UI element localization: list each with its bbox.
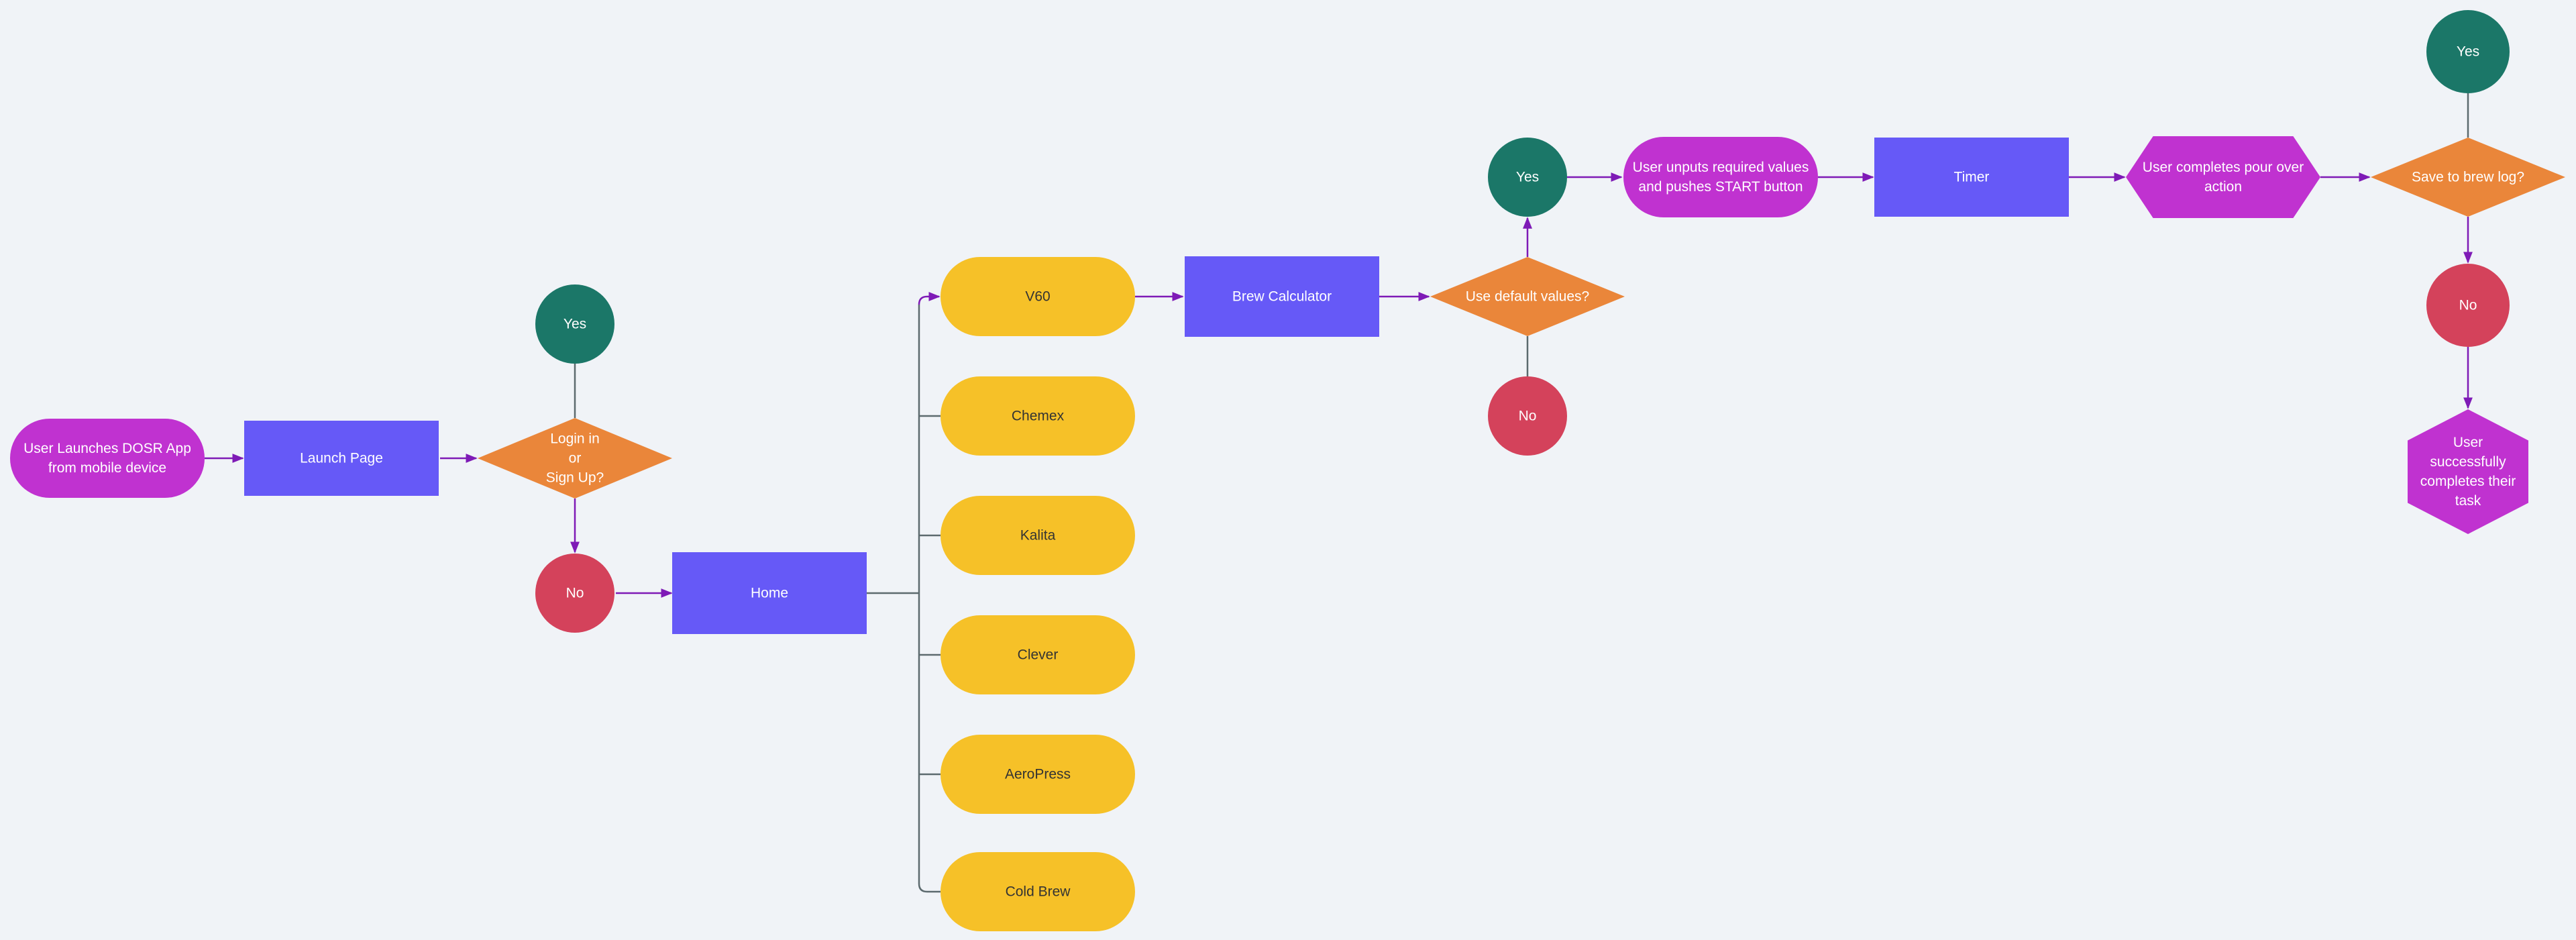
home-node[interactable]: Home xyxy=(672,552,867,634)
node-label: action xyxy=(2204,179,2242,195)
brew-method-6[interactable]: Cold Brew xyxy=(941,852,1135,931)
default-yes-node[interactable]: Yes xyxy=(1488,138,1567,217)
launch-page-node[interactable]: Launch Page xyxy=(244,421,439,496)
start-node-shape xyxy=(10,419,205,498)
node-label: Kalita xyxy=(1020,528,1056,543)
user-inputs-node[interactable]: User unputs required values and pushes ST… xyxy=(1623,137,1818,217)
save-no-node-shape xyxy=(2426,264,2510,347)
node-label: Brew Calculator xyxy=(1232,289,1332,305)
node-label: Yes xyxy=(564,317,586,332)
node-label: User Launches DOSR App xyxy=(23,441,191,456)
login-yes-node[interactable]: Yes xyxy=(535,284,614,364)
node-label: Save to brew log? xyxy=(2412,170,2524,185)
login-decision-node-shape xyxy=(478,418,672,499)
pour-over-node[interactable]: User completes pour over action xyxy=(2126,136,2320,218)
node-label: No xyxy=(566,586,584,601)
node-label: Timer xyxy=(1954,170,1990,185)
timer-node-shape xyxy=(1874,138,2069,217)
login-no-node-shape xyxy=(535,554,614,633)
connectors xyxy=(205,93,2473,893)
brew-method-1[interactable]: V60 xyxy=(941,257,1135,336)
node-label: Cold Brew xyxy=(1006,884,1071,900)
node-label: Sign Up? xyxy=(546,470,604,486)
save-no-node[interactable]: No xyxy=(2426,264,2510,347)
connector-branch-v60 xyxy=(918,292,941,305)
node-label: Yes xyxy=(1516,170,1539,185)
node-label: Launch Page xyxy=(300,451,383,466)
login-yes-node-shape xyxy=(535,284,614,364)
default-no-node-shape xyxy=(1488,376,1567,456)
brew-method-2-shape xyxy=(941,376,1135,456)
save-decision-node-shape xyxy=(2371,138,2565,217)
save-yes-node-shape xyxy=(2426,10,2510,93)
brew-calculator-node-shape xyxy=(1185,256,1379,337)
start-node[interactable]: User Launches DOSR App from mobile device xyxy=(10,419,205,498)
node-label: Home xyxy=(751,586,788,601)
node-label: Login in xyxy=(550,431,600,447)
node-label: Chemex xyxy=(1012,409,1065,424)
brew-method-4-shape xyxy=(941,615,1135,694)
brew-method-4[interactable]: Clever xyxy=(941,615,1135,694)
brew-method-2[interactable]: Chemex xyxy=(941,376,1135,456)
node-label: and pushes START button xyxy=(1638,179,1803,195)
node-label: or xyxy=(569,451,582,466)
connector-branch-cold-brew xyxy=(918,883,941,893)
brew-method-1-shape xyxy=(941,257,1135,336)
brew-method-6-shape xyxy=(941,852,1135,931)
user-inputs-node-shape xyxy=(1623,137,1818,217)
node-label: No xyxy=(1519,409,1537,424)
default-decision-node-shape xyxy=(1430,257,1625,336)
node-label: task xyxy=(2455,493,2481,509)
brew-method-5[interactable]: AeroPress xyxy=(941,735,1135,814)
node-label: completes their xyxy=(2420,474,2516,489)
default-no-node[interactable]: No xyxy=(1488,376,1567,456)
end-node[interactable]: User successfully completes their task xyxy=(2408,409,2528,534)
save-yes-node[interactable]: Yes xyxy=(2426,10,2510,93)
node-label: Use default values? xyxy=(1466,289,1589,305)
brew-method-3[interactable]: Kalita xyxy=(941,496,1135,575)
end-node-shape xyxy=(2408,409,2528,534)
launch-page-node-shape xyxy=(244,421,439,496)
node-label: from mobile device xyxy=(48,460,166,476)
node-label: Clever xyxy=(1018,647,1059,663)
timer-node[interactable]: Timer xyxy=(1874,138,2069,217)
node-label: User xyxy=(2453,435,2483,450)
brew-method-3-shape xyxy=(941,496,1135,575)
node-label: Yes xyxy=(2457,44,2479,60)
home-node-shape xyxy=(672,552,867,634)
brew-method-5-shape xyxy=(941,735,1135,814)
default-decision-node[interactable]: Use default values? xyxy=(1430,257,1625,336)
login-no-node[interactable]: No xyxy=(535,554,614,633)
node-label: AeroPress xyxy=(1005,767,1071,782)
node-label: No xyxy=(2459,298,2477,313)
node-label: User unputs required values xyxy=(1633,160,1809,175)
node-label: User completes pour over xyxy=(2143,160,2304,175)
pour-over-node-shape xyxy=(2126,136,2320,218)
brew-calculator-node[interactable]: Brew Calculator xyxy=(1185,256,1379,337)
save-decision-node[interactable]: Save to brew log? xyxy=(2371,138,2565,217)
node-label: successfully xyxy=(2430,454,2506,470)
nodes: User Launches DOSR App from mobile device… xyxy=(10,10,2565,931)
node-label: V60 xyxy=(1025,289,1050,305)
default-yes-node-shape xyxy=(1488,138,1567,217)
